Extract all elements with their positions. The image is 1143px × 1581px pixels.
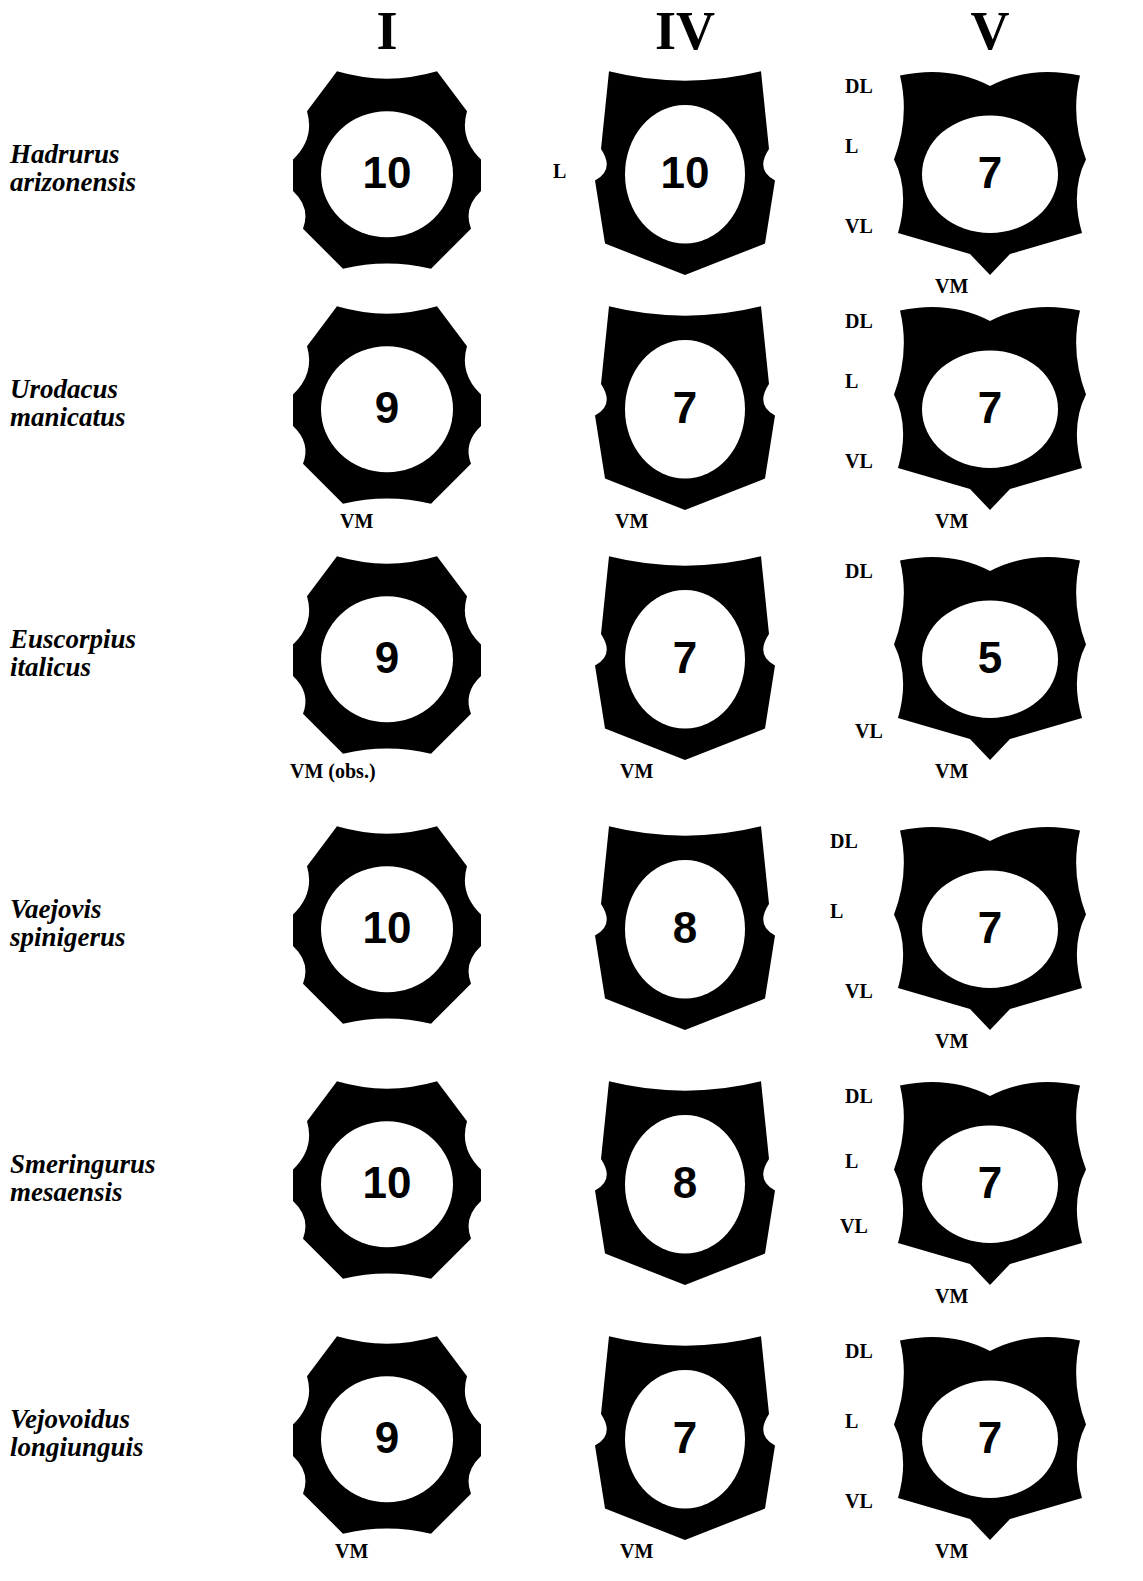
- carina-label: DL: [830, 830, 858, 853]
- column-heading: IV: [655, 0, 715, 62]
- carina-label: L: [845, 370, 858, 393]
- species-name: Vaejovis spinigerus: [10, 895, 170, 952]
- carina-label: DL: [845, 1340, 873, 1363]
- carina-label: L: [845, 1410, 858, 1433]
- carina-count: 7: [978, 383, 1002, 433]
- carina-count: 9: [375, 383, 399, 433]
- carina-label: VL: [845, 1490, 873, 1513]
- carina-label: L: [845, 1150, 858, 1173]
- carina-count: 5: [978, 633, 1002, 683]
- carina-count: 7: [978, 148, 1002, 198]
- column-heading: V: [971, 0, 1010, 62]
- carina-count: 7: [673, 633, 697, 683]
- species-name: Hadrurus arizonensis: [10, 140, 170, 197]
- carina-count: 10: [363, 1158, 412, 1208]
- carina-count: 10: [363, 148, 412, 198]
- metasoma-section: 10: [287, 1075, 487, 1285]
- metasoma-section: 8: [585, 820, 785, 1030]
- metasoma-section: 8: [585, 1075, 785, 1285]
- carina-count: 10: [363, 903, 412, 953]
- metasoma-section: 9: [287, 550, 487, 760]
- column-heading: I: [376, 0, 397, 62]
- carina-count: 9: [375, 633, 399, 683]
- carina-label: VL: [845, 215, 873, 238]
- carina-label: L: [553, 160, 566, 183]
- carina-label: VM: [620, 760, 653, 783]
- metasoma-section: 9: [287, 300, 487, 510]
- carina-label: VM: [335, 1540, 368, 1563]
- carina-label: VM: [340, 510, 373, 533]
- species-name: Urodacus manicatus: [10, 375, 170, 432]
- metasoma-section: 7: [890, 820, 1090, 1030]
- carina-label: VL: [840, 1215, 868, 1238]
- metasoma-section: 7: [585, 1330, 785, 1540]
- carina-label: VM: [935, 760, 968, 783]
- carina-label: VM: [935, 1030, 968, 1053]
- carina-count: 7: [673, 1413, 697, 1463]
- carina-label: VM: [935, 275, 968, 298]
- species-name: Vejovoidus longiunguis: [10, 1405, 170, 1462]
- carina-count: 7: [978, 1158, 1002, 1208]
- metasoma-section: 10: [287, 65, 487, 275]
- carina-label: VM: [935, 1540, 968, 1563]
- metasoma-section: 7: [890, 300, 1090, 510]
- metasoma-section: 7: [585, 300, 785, 510]
- carina-label: VM: [615, 510, 648, 533]
- carina-label: L: [830, 900, 843, 923]
- metasoma-section: 7: [890, 65, 1090, 275]
- metasoma-section: 10: [585, 65, 785, 275]
- species-name: Smeringurus mesaensis: [10, 1150, 170, 1207]
- metasoma-section: 7: [890, 1330, 1090, 1540]
- carina-count: 8: [673, 1158, 697, 1208]
- metasoma-section: 5: [890, 550, 1090, 760]
- carina-label: DL: [845, 560, 873, 583]
- carina-label: VL: [855, 720, 883, 743]
- metasoma-section: 7: [585, 550, 785, 760]
- carina-count: 8: [673, 903, 697, 953]
- carina-count: 7: [673, 383, 697, 433]
- carina-count: 7: [978, 903, 1002, 953]
- carina-label: VM: [620, 1540, 653, 1563]
- carina-count: 9: [375, 1413, 399, 1463]
- carina-label: VM: [935, 510, 968, 533]
- carina-label: DL: [845, 75, 873, 98]
- carina-label: VL: [845, 980, 873, 1003]
- carina-label: L: [845, 135, 858, 158]
- carina-label: DL: [845, 310, 873, 333]
- metasoma-section: 7: [890, 1075, 1090, 1285]
- species-name: Euscorpius italicus: [10, 625, 170, 682]
- carina-label: VM: [935, 1285, 968, 1308]
- carina-label: DL: [845, 1085, 873, 1108]
- carina-count: 7: [978, 1413, 1002, 1463]
- carina-label: VM (obs.): [290, 760, 376, 783]
- metasoma-section: 10: [287, 820, 487, 1030]
- metasoma-section: 9: [287, 1330, 487, 1540]
- carina-label: VL: [845, 450, 873, 473]
- carina-count: 10: [661, 148, 710, 198]
